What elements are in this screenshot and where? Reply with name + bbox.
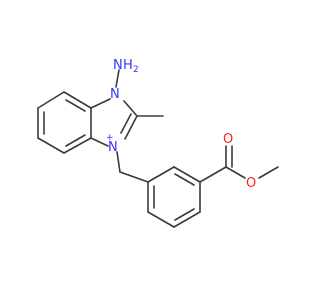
molecule-structure: N N H 2 N + O O: [37, 58, 279, 228]
n-ch2-bond: [116, 151, 121, 173]
n-n-bond: [115, 69, 120, 88]
structure-canvas: N N H 2 N + O O: [37, 58, 279, 228]
amino-n-label: N: [113, 58, 123, 73]
carbonyl-o-label: O: [223, 132, 233, 147]
ring-n1-label: N: [110, 87, 120, 102]
benzo-ring: [37, 91, 92, 154]
amino-h-label: H: [123, 58, 133, 73]
phenyl-ring: [147, 166, 201, 228]
ester-group: [199, 145, 279, 183]
ester-o-label: O: [246, 176, 256, 191]
amino-h-count: 2: [133, 65, 139, 75]
positive-charge: +: [106, 133, 114, 143]
imidazolium-ring: [90, 98, 138, 147]
ch2-aryl-bond: [119, 171, 149, 183]
ring-n3-label: N: [108, 140, 118, 155]
